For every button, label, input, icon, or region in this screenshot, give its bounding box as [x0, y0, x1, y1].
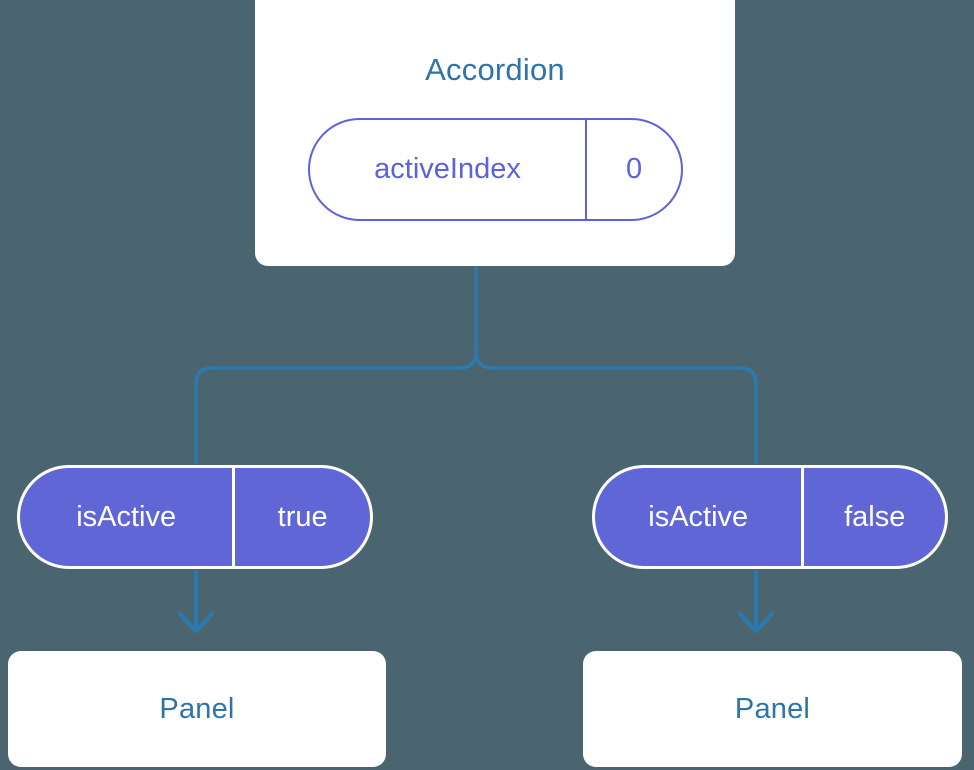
prop-pill-is-active-right-value: false [801, 468, 945, 566]
prop-pill-is-active-left-key: isActive [76, 500, 177, 533]
panel-card-left-title: Panel [159, 693, 235, 725]
arrow-right [737, 569, 775, 634]
prop-pill-active-index-value: 0 [585, 120, 681, 219]
accordion-card-title: Accordion [425, 52, 565, 87]
prop-pill-active-index-key: activeIndex [374, 153, 521, 185]
tree-connector-path [194, 264, 478, 464]
prop-pill-is-active-right[interactable]: isActive false [592, 465, 948, 569]
tree-connector-path-right [474, 350, 758, 464]
prop-pill-active-index[interactable]: activeIndex 0 [308, 118, 683, 221]
panel-card-left[interactable]: Panel [8, 651, 386, 767]
prop-pill-is-active-left[interactable]: isActive true [17, 465, 373, 569]
prop-pill-is-active-left-value: true [232, 468, 370, 566]
panel-card-right[interactable]: Panel [583, 651, 962, 767]
panel-card-right-title: Panel [734, 693, 811, 725]
arrow-left [177, 569, 215, 634]
prop-pill-is-active-right-key: isActive [648, 500, 749, 533]
